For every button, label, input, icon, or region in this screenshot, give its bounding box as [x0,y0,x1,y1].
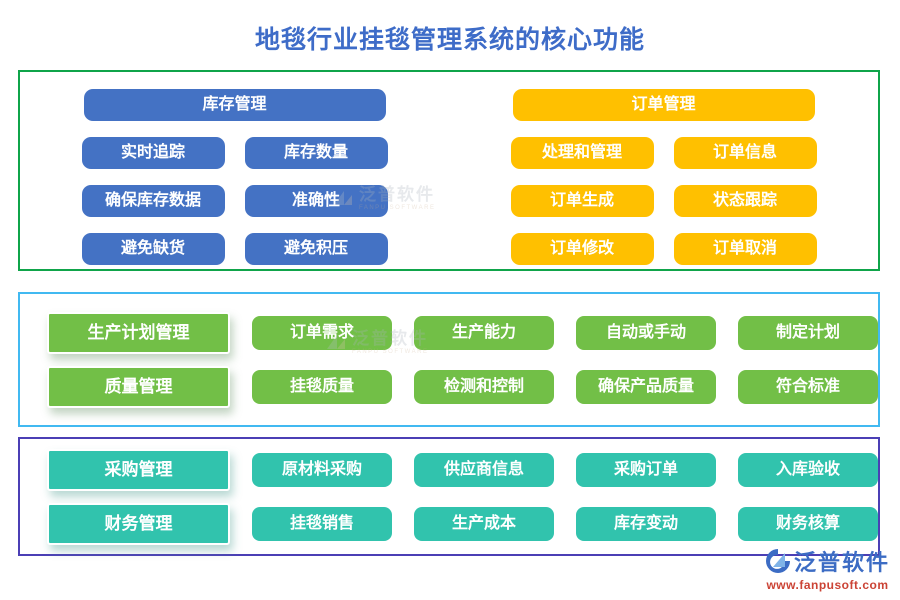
orders-row-1: 处理和管理 订单信息 [510,137,817,169]
orders-group: 订单管理 处理和管理 订单信息 订单生成 状态跟踪 订单修改 订单取消 [449,72,878,269]
inventory-item: 避免缺货 [81,233,225,265]
procurement-item: 原材料采购 [252,452,392,487]
production-plan-item: 自动或手动 [576,315,716,350]
fanpu-logo: 泛普软件 www.fanpusoft.com [765,545,890,592]
orders-item: 订单取消 [673,233,817,265]
quality-item: 符合标准 [738,369,878,404]
inventory-item: 实时追踪 [81,137,225,169]
quality-item: 检测和控制 [414,369,554,404]
finance-item: 生产成本 [414,506,554,541]
inventory-item: 库存数量 [244,137,388,169]
finance-item: 库存变动 [576,506,716,541]
finance-row: 财务管理 挂毯销售 生产成本 库存变动 财务核算 [20,502,878,545]
orders-header: 订单管理 [512,89,815,121]
inventory-row-1: 实时追踪 库存数量 [81,137,388,169]
production-plan-header: 生产计划管理 [47,311,230,354]
inventory-row-3: 避免缺货 避免积压 [81,233,388,265]
orders-item: 订单生成 [510,185,654,217]
production-plan-item: 订单需求 [252,315,392,350]
procurement-item: 采购订单 [576,452,716,487]
orders-item: 处理和管理 [510,137,654,169]
procurement-row: 采购管理 原材料采购 供应商信息 采购订单 入库验收 [20,448,878,491]
orders-row-2: 订单生成 状态跟踪 [510,185,817,217]
finance-item: 财务核算 [738,506,878,541]
production-plan-item: 生产能力 [414,315,554,350]
procurement-header: 采购管理 [47,448,230,491]
quality-row: 质量管理 挂毯质量 检测和控制 确保产品质量 符合标准 [20,365,878,408]
quality-item: 挂毯质量 [252,369,392,404]
logo-brand-text: 泛普软件 [793,550,890,575]
inventory-group: 库存管理 实时追踪 库存数量 确保库存数据 准确性 避免缺货 避免积压 [20,72,449,269]
production-plan-row: 生产计划管理 订单需求 生产能力 自动或手动 制定计划 [20,311,878,354]
panel-production-quality: 生产计划管理 订单需求 生产能力 自动或手动 制定计划 质量管理 挂毯质量 检测… [18,292,880,427]
panel-procurement-finance: 采购管理 原材料采购 供应商信息 采购订单 入库验收 财务管理 挂毯销售 生产成… [18,437,880,556]
inventory-item: 确保库存数据 [81,185,225,217]
orders-item: 订单修改 [510,233,654,265]
inventory-item: 准确性 [244,185,388,217]
orders-item: 订单信息 [673,137,817,169]
production-plan-item: 制定计划 [738,315,878,350]
finance-header: 财务管理 [47,502,230,545]
procurement-item: 供应商信息 [414,452,554,487]
panel-inventory-orders: 库存管理 实时追踪 库存数量 确保库存数据 准确性 避免缺货 避免积压 订单管理… [18,70,880,271]
orders-row-3: 订单修改 订单取消 [510,233,817,265]
logo-website-link[interactable]: www.fanpusoft.com [766,578,889,592]
inventory-header: 库存管理 [83,89,386,121]
page-title: 地毯行业挂毯管理系统的核心功能 [254,26,645,54]
inventory-item: 避免积压 [244,233,388,265]
procurement-item: 入库验收 [738,452,878,487]
quality-item: 确保产品质量 [576,369,716,404]
finance-item: 挂毯销售 [252,506,392,541]
quality-header: 质量管理 [47,365,230,408]
fanpu-logo-icon [765,549,790,573]
inventory-row-2: 确保库存数据 准确性 [81,185,388,217]
orders-item: 状态跟踪 [673,185,817,217]
